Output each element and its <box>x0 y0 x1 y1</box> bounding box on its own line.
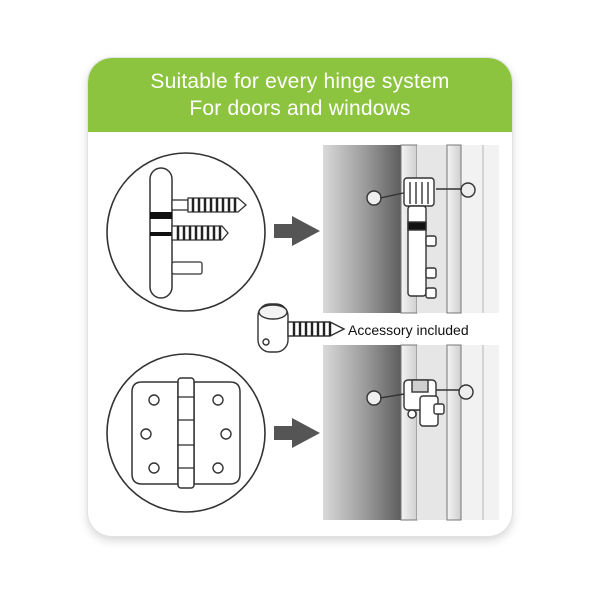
mounted-hinge-bottom <box>366 379 474 427</box>
accessory-included-label: Accessory included <box>348 322 469 338</box>
arrow-bottom <box>274 418 320 448</box>
arrow-top <box>274 216 320 246</box>
mounted-hinge-top <box>366 177 476 299</box>
butt-hinge-detail-circle <box>106 353 266 513</box>
hinge-pin-detail-circle <box>106 152 266 312</box>
header-banner: Suitable for every hinge system For door… <box>88 58 512 132</box>
accessory-part <box>257 303 346 353</box>
banner-line-2: For doors and windows <box>189 97 411 120</box>
door-panel-bottom <box>323 344 499 521</box>
banner-line-1: Suitable for every hinge system <box>150 70 450 93</box>
